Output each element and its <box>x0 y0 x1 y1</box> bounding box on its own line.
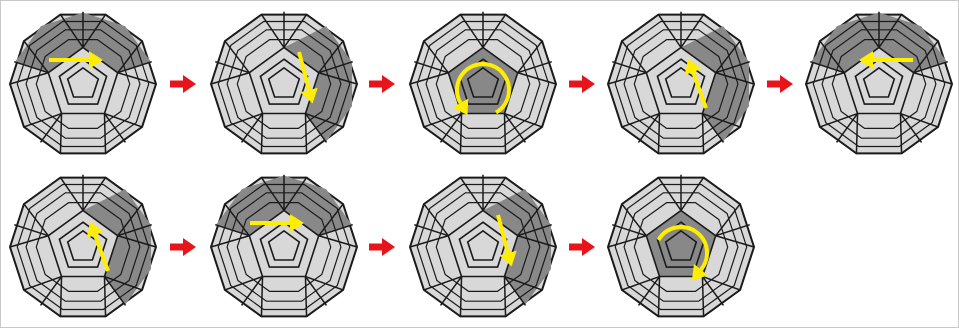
sequence-arrow <box>569 238 595 256</box>
step-6-puzzle <box>10 175 156 317</box>
step-2-puzzle <box>211 12 357 154</box>
sequence-arrow <box>170 238 196 256</box>
sequence-arrow <box>369 75 395 93</box>
step-3-puzzle <box>410 12 556 154</box>
step-4-puzzle <box>608 12 754 154</box>
sequence-arrow <box>170 75 196 93</box>
sequence-arrow <box>767 75 793 93</box>
step-9-puzzle <box>608 175 754 317</box>
step-5-puzzle <box>806 12 952 154</box>
sequence-arrow <box>369 238 395 256</box>
step-1-puzzle <box>10 12 156 154</box>
sequence-arrow <box>569 75 595 93</box>
step-7-puzzle <box>211 175 357 317</box>
step-8-puzzle <box>410 175 556 317</box>
